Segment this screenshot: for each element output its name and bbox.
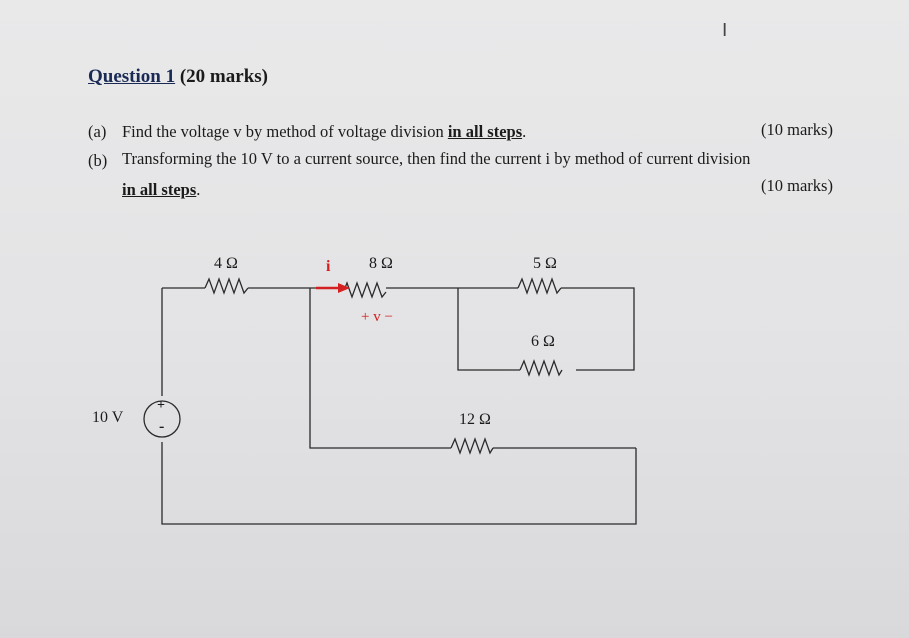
wire-inner-left [309, 288, 451, 449]
part-b-label: (b) [88, 151, 108, 170]
part-b-emphasis: in all steps [122, 180, 197, 199]
label-source-10v: 10 V [92, 409, 124, 426]
part-a-text: Find the voltage v by method of voltage … [122, 122, 526, 142]
resistor-4ohm [204, 277, 249, 295]
part-b-marks: (10 marks) [761, 176, 833, 195]
part-b-text: Transforming the 10 V to a current sourc… [122, 149, 751, 168]
label-current-i: i [326, 258, 331, 275]
text-cursor-icon: I [722, 20, 728, 41]
part-a-label: (a) [88, 122, 107, 141]
label-r-5ohm: 5 Ω [533, 255, 557, 272]
source-plus-sign: + [157, 398, 165, 413]
label-voltage-v: + v − [361, 309, 393, 325]
part-a-end: . [522, 122, 527, 141]
question-marks: (20 marks) [175, 66, 268, 87]
question-title: Question 1 (20 marks) [88, 66, 268, 88]
label-r-8ohm: 8 Ω [369, 255, 393, 272]
resistor-8ohm [344, 281, 387, 299]
resistor-5ohm [517, 277, 562, 295]
current-arrow [316, 283, 350, 293]
part-a-emphasis: in all steps [447, 122, 523, 141]
label-r-6ohm: 6 Ω [531, 333, 555, 350]
label-r-4ohm: 4 Ω [214, 255, 238, 272]
part-a-marks: (10 marks) [761, 120, 833, 139]
question-number: Question 1 [88, 66, 176, 87]
part-a-body: Find the voltage v by method of voltage … [122, 122, 448, 141]
part-b-continuation: in all steps. [122, 180, 200, 200]
voltage-source [143, 400, 181, 438]
wire-5ohm-right [561, 287, 635, 371]
label-r-12ohm: 12 Ω [459, 411, 491, 428]
wire-6ohm-left [457, 288, 520, 371]
source-minus-sign: - [159, 418, 165, 435]
wire-left-lower [161, 442, 637, 525]
resistor-6ohm [519, 359, 563, 377]
resistor-12ohm [450, 437, 494, 455]
part-b-end: . [196, 180, 201, 199]
